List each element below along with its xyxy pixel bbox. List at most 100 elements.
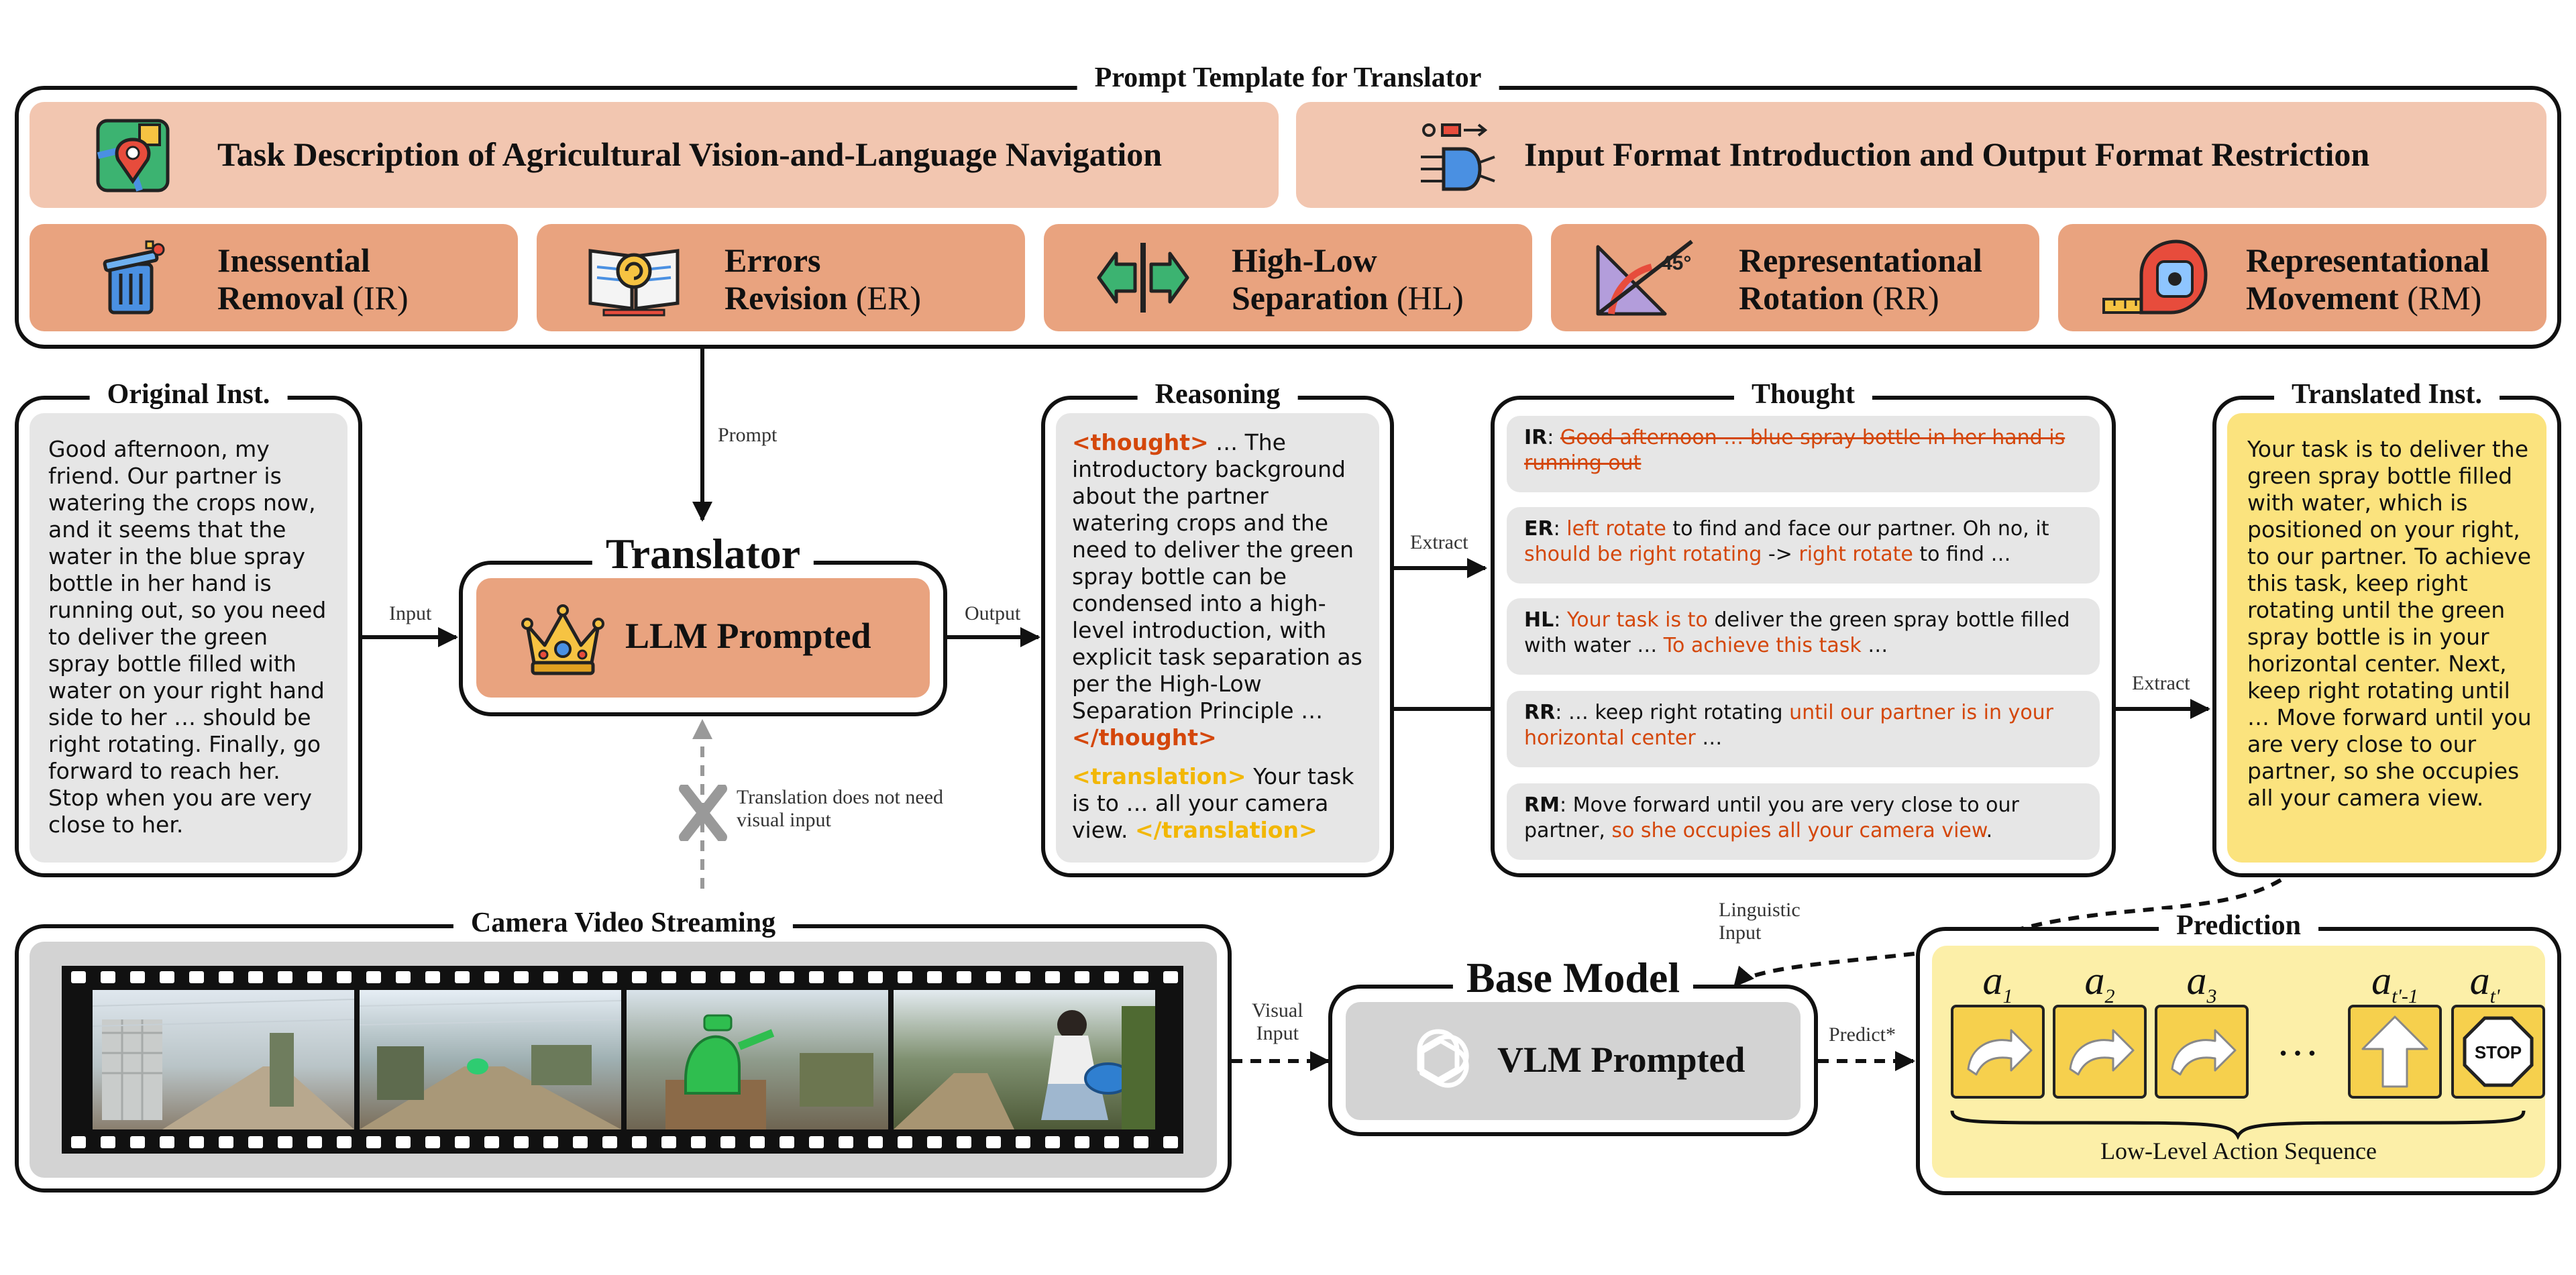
thought-rr-row: RR: … keep right rotating until our part…: [1507, 691, 2100, 767]
turn-right-icon: [2171, 1029, 2237, 1076]
thought-ir-strike: Good afternoon … blue spray bottle in he…: [1524, 426, 2065, 475]
visual-input-line1: Visual: [1252, 999, 1303, 1021]
reasoning-text: <thought> … The introductory background …: [1072, 429, 1364, 844]
principle-hl-line1: High-Low: [1232, 241, 1377, 279]
turn-right-icon: [1967, 1029, 2033, 1076]
thought-rm-hl1: so she occupies all your camera view: [1611, 819, 1986, 842]
io-format-tile: Input Format Introduction and Output For…: [1296, 102, 2546, 208]
extract-label-1: Extract: [1410, 531, 1468, 553]
action-brace: [1950, 1110, 2526, 1140]
principle-er-text: Errors Revision (ER): [724, 241, 921, 317]
openai-logo-icon: [1417, 1029, 1469, 1088]
original-inst-title: Original Inst.: [89, 378, 288, 410]
film-strip: [62, 966, 1183, 1154]
llm-prompted-box: LLM Prompted: [476, 578, 930, 698]
extract-label-2: Extract: [2132, 672, 2190, 694]
thought-er-hl3: right rotate: [1799, 543, 1913, 566]
thought-open-tag: <thought>: [1072, 429, 1209, 455]
action-box-1: [1951, 1005, 2045, 1099]
task-description-text: Task Description of Agricultural Vision-…: [217, 135, 1163, 173]
principle-ir-abbr: (IR): [352, 279, 409, 317]
linguistic-input-line2: Input: [1719, 922, 1762, 944]
camera-title: Camera Video Streaming: [453, 907, 794, 939]
prediction-title: Prediction: [2159, 909, 2318, 942]
input-label: Input: [389, 602, 432, 624]
action-3-sub: 3: [2206, 985, 2217, 1007]
principle-er-tile: Errors Revision (ER): [537, 224, 1025, 331]
split-arrows-icon: [1097, 243, 1189, 313]
io-format-text: Input Format Introduction and Output For…: [1524, 135, 2370, 173]
thought-rr-t2: …: [1695, 726, 1723, 750]
principle-rm-line1: Representational: [2246, 241, 2489, 279]
action-label-3: a3: [2148, 959, 2255, 1018]
thought-er-t2: ->: [1762, 543, 1799, 566]
camera-frame-4: [894, 990, 1155, 1129]
principle-rr-line1: Representational: [1739, 241, 1982, 279]
thought-hl-t1: deliver the green spray bottle filled wi…: [1524, 608, 2070, 657]
protractor-icon: 45°: [1596, 239, 1693, 316]
forward-arrow-icon: [2361, 1015, 2428, 1088]
prompt-label: Prompt: [718, 424, 777, 446]
action-1-sub: 1: [2002, 985, 2013, 1007]
translated-inst-text: Your task is to deliver the green spray …: [2247, 436, 2532, 811]
thought-hl-hl2: To achieve this task: [1663, 634, 1862, 657]
principle-hl-abbr: (HL): [1396, 279, 1464, 317]
circuit-icon: [1421, 123, 1495, 191]
reasoning-translation-text: Your task is to … all your camera view.: [1072, 763, 1354, 843]
action-box-2: [2053, 1005, 2147, 1099]
trash-icon: [103, 240, 165, 315]
thought-ir-key: IR: [1524, 426, 1548, 449]
action-label-4: at'-1: [2328, 959, 2462, 1018]
action-4-name: a: [2371, 958, 2392, 1003]
principle-er-line1: Errors: [724, 241, 821, 279]
thought-hl-t2: …: [1861, 634, 1888, 657]
task-description-tile: Task Description of Agricultural Vision-…: [30, 102, 1279, 208]
action-1-name: a: [1982, 958, 2003, 1003]
action-label-2: a2: [2046, 959, 2153, 1018]
action-5-sub: t': [2489, 985, 2500, 1007]
thought-er-t3: to find …: [1913, 543, 2011, 566]
original-inst-box: Good afternoon, my friend. Our partner i…: [30, 413, 347, 863]
map-pin-icon: [96, 119, 170, 192]
thought-er-key: ER: [1524, 517, 1554, 541]
visual-input-line2: Input: [1256, 1022, 1299, 1044]
tape-measure-icon: [2102, 239, 2208, 315]
thought-er-hl1: left rotate: [1566, 517, 1666, 541]
translated-inst-title: Translated Inst.: [2274, 378, 2500, 410]
thought-hl-hl1: Your task is to: [1566, 608, 1708, 632]
action-box-5: STOP: [2451, 1005, 2545, 1099]
action-2-name: a: [2084, 958, 2105, 1003]
action-box-4: [2348, 1005, 2442, 1099]
action-5-name: a: [2469, 958, 2490, 1003]
action-4-sub: t'-1: [2392, 985, 2418, 1007]
action-sequence-caption: Low-Level Action Sequence: [2100, 1138, 2377, 1164]
translated-inst-box: Your task is to deliver the green spray …: [2227, 413, 2546, 863]
principle-er-line2: Revision: [724, 279, 848, 317]
principle-rm-tile: Representational Movement (RM): [2058, 224, 2546, 331]
principle-ir-line1: Inessential: [217, 241, 370, 279]
thought-rm-key: RM: [1524, 793, 1560, 817]
reasoning-thought-text: … The introductory background about the …: [1072, 429, 1362, 724]
principle-ir-text: Inessential Removal (IR): [217, 241, 409, 317]
thought-er-hl2: should be right rotating: [1524, 543, 1762, 566]
principle-hl-text: High-Low Separation (HL): [1232, 241, 1464, 317]
thought-rr-t1: … keep right rotating: [1562, 701, 1790, 724]
vlm-prompted-box: VLM Prompted: [1346, 1002, 1801, 1120]
action-ellipsis: …: [2276, 1017, 2319, 1064]
action-label-5: at': [2431, 959, 2538, 1018]
principle-rr-abbr: (RR): [1872, 279, 1939, 317]
thought-hl-key: HL: [1524, 608, 1554, 632]
thought-title: Thought: [1733, 378, 1873, 410]
turn-right-icon: [2069, 1029, 2135, 1076]
output-label: Output: [965, 602, 1021, 624]
original-inst-text: Good afternoon, my friend. Our partner i…: [48, 436, 327, 838]
thought-rr-key: RR: [1524, 701, 1556, 724]
action-2-sub: 2: [2104, 985, 2115, 1007]
book-icon: [588, 249, 680, 317]
principle-rm-text: Representational Movement (RM): [2246, 241, 2489, 317]
no-visual-note-line1: Translation does not need: [737, 786, 944, 808]
stop-icon: STOP: [2463, 1016, 2534, 1087]
reasoning-title: Reasoning: [1137, 378, 1298, 410]
stop-sign-text: STOP: [2475, 1042, 2522, 1062]
linguistic-input-label: Linguistic Input: [1719, 899, 1801, 944]
